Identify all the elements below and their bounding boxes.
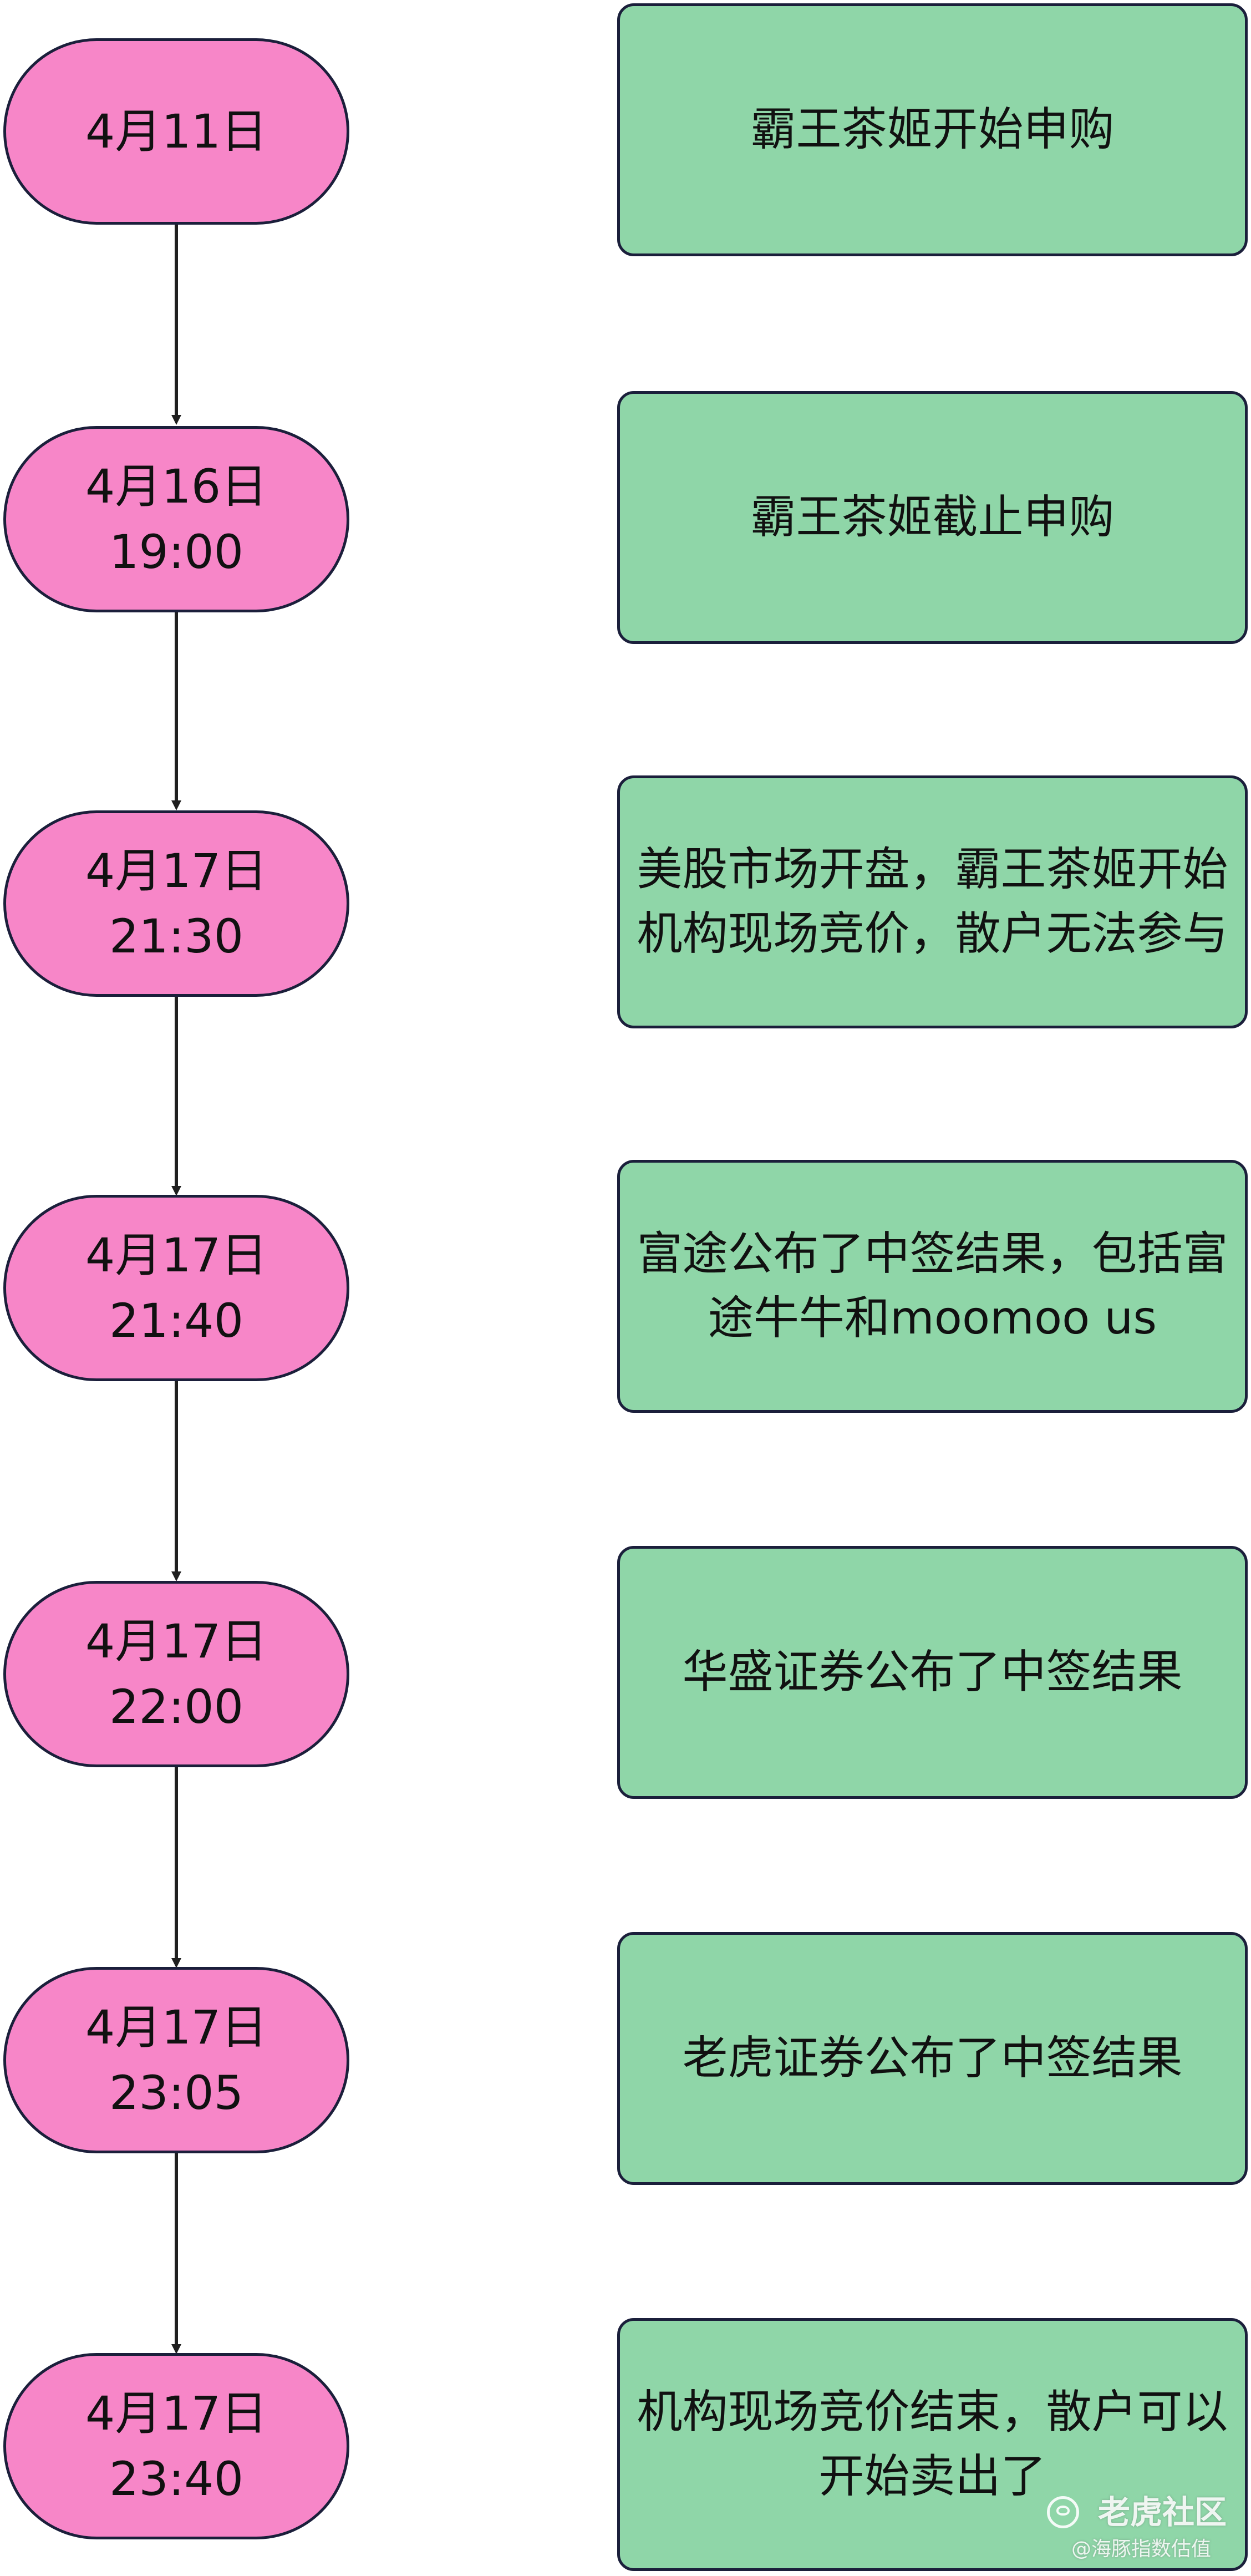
event-box-1-line-1: 霸王茶姬开始申购 bbox=[750, 103, 1115, 156]
event-box-3-line-2: 机构现场竞价，散户无法参与 bbox=[637, 907, 1228, 960]
event-box-1: 霸王茶姬开始申购 bbox=[617, 3, 1248, 256]
event-box-4-line-1: 富途公布了中签结果，包括富 bbox=[637, 1228, 1228, 1280]
event-box-3: 美股市场开盘，霸王茶姬开始 机构现场竞价，散户无法参与 bbox=[617, 775, 1248, 1028]
event-box-5-line-1: 华盛证券公布了中签结果 bbox=[682, 1646, 1183, 1698]
event-box-3-line-1: 美股市场开盘，霸王茶姬开始 bbox=[637, 843, 1228, 896]
date-node-5-line-2: 22:00 bbox=[109, 1680, 244, 1734]
event-box-2: 霸王茶姬截止申购 bbox=[617, 391, 1248, 644]
date-node-2-line-1: 4月16日 bbox=[85, 459, 268, 514]
event-box-7: 机构现场竞价结束，散户可以 开始卖出了 bbox=[617, 2318, 1248, 2571]
community-watermark: 老虎社区 @海豚指数估值 bbox=[1047, 2492, 1235, 2564]
date-node-3-line-1: 4月17日 bbox=[85, 844, 268, 898]
date-node-7: 4月17日 23:40 bbox=[3, 2353, 349, 2539]
date-node-1: 4月11日 bbox=[3, 38, 349, 225]
watermark-handle: @海豚指数估值 bbox=[1071, 2538, 1212, 2560]
date-node-1-line-1: 4月11日 bbox=[85, 104, 268, 159]
event-box-5: 华盛证券公布了中签结果 bbox=[617, 1546, 1248, 1799]
watermark-title: 老虎社区 bbox=[1098, 2493, 1227, 2531]
event-box-7-line-2: 开始卖出了 bbox=[818, 2450, 1046, 2503]
date-node-4: 4月17日 21:40 bbox=[3, 1195, 349, 1381]
date-node-4-line-1: 4月17日 bbox=[85, 1228, 268, 1282]
date-node-6-line-1: 4月17日 bbox=[85, 2000, 268, 2055]
event-box-6-line-1: 老虎证券公布了中签结果 bbox=[682, 2032, 1183, 2085]
tiger-logo-icon bbox=[1047, 2496, 1079, 2528]
date-node-5-line-1: 4月17日 bbox=[85, 1614, 268, 1669]
event-box-4-line-2: 途牛牛和moomoo us bbox=[708, 1292, 1157, 1345]
date-node-2-line-2: 19:00 bbox=[109, 525, 244, 579]
event-box-2-line-1: 霸王茶姬截止申购 bbox=[750, 491, 1115, 544]
event-box-6: 老虎证券公布了中签结果 bbox=[617, 1932, 1248, 2185]
event-box-7-line-1: 机构现场竞价结束，散户可以 bbox=[637, 2386, 1228, 2438]
date-node-7-line-1: 4月17日 bbox=[85, 2386, 268, 2441]
date-node-2: 4月16日 19:00 bbox=[3, 426, 349, 612]
date-node-5: 4月17日 22:00 bbox=[3, 1581, 349, 1767]
event-box-4: 富途公布了中签结果，包括富 途牛牛和moomoo us bbox=[617, 1160, 1248, 1413]
date-node-6-line-2: 23:05 bbox=[109, 2066, 244, 2120]
date-node-3-line-2: 21:30 bbox=[109, 909, 244, 964]
date-node-3: 4月17日 21:30 bbox=[3, 810, 349, 997]
date-node-6: 4月17日 23:05 bbox=[3, 1967, 349, 2153]
date-node-7-line-2: 23:40 bbox=[109, 2452, 244, 2506]
date-node-4-line-2: 21:40 bbox=[109, 1294, 244, 1348]
